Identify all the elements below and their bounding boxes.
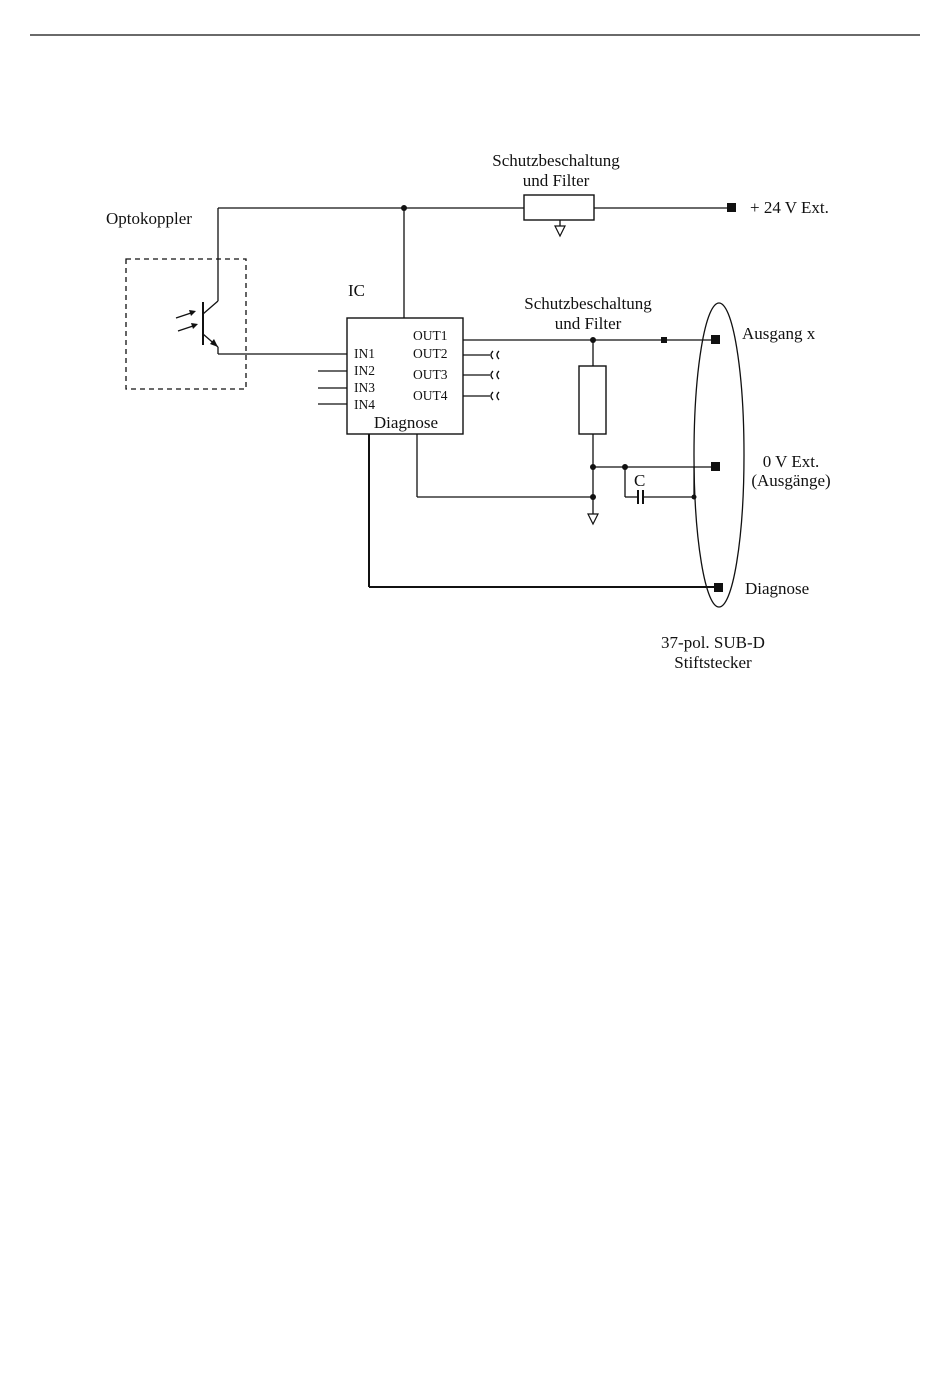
pin-in4: IN4 [354,397,375,412]
zero-v-label-2: (Ausgänge) [751,471,830,490]
junction-dot [401,205,407,211]
pin-out1: OUT1 [413,328,448,343]
pin-in3: IN3 [354,380,375,395]
diagnose-label: Diagnose [745,579,809,598]
pin-diagnose: Diagnose [374,413,438,432]
top-filter-block [524,195,594,236]
pin-out2: OUT2 [413,346,448,361]
zero-v-label-1: 0 V Ext. [763,452,820,471]
ground-symbol [555,226,565,236]
connector-label-1: 37-pol. SUB-D [661,633,765,652]
pin-ausgang [711,335,720,344]
optokoppler-label: Optokoppler [106,209,192,228]
unused-output-stubs [463,351,499,400]
schutz-top-label-1: Schutzbeschaltung [492,151,620,170]
pin-in2: IN2 [354,363,375,378]
pin-out3: OUT3 [413,367,448,382]
supply-label: + 24 V Ext. [750,198,829,217]
pin-out4: OUT4 [413,388,448,403]
supply-terminal [727,203,736,212]
connector-label-2: Stiftstecker [674,653,752,672]
connector-outline [694,303,744,607]
ground-symbol [588,514,598,524]
ic-input-stubs [318,371,347,404]
output-resistor [579,366,606,434]
phototransistor-icon [176,301,218,347]
pin-diagnose-terminal [714,583,723,592]
schutz-mid-label-1: Schutzbeschaltung [524,294,652,313]
ausgang-label: Ausgang x [742,324,816,343]
schutz-top-label-2: und Filter [523,171,590,190]
capacitor-label: C [634,471,645,490]
pin-in1: IN1 [354,346,375,361]
ic-label: IC [348,281,365,300]
schutz-mid-label-2: und Filter [555,314,622,333]
pin-0v [711,462,720,471]
optocoupler-outline [126,259,246,389]
optocoupler-wiring [218,347,347,354]
